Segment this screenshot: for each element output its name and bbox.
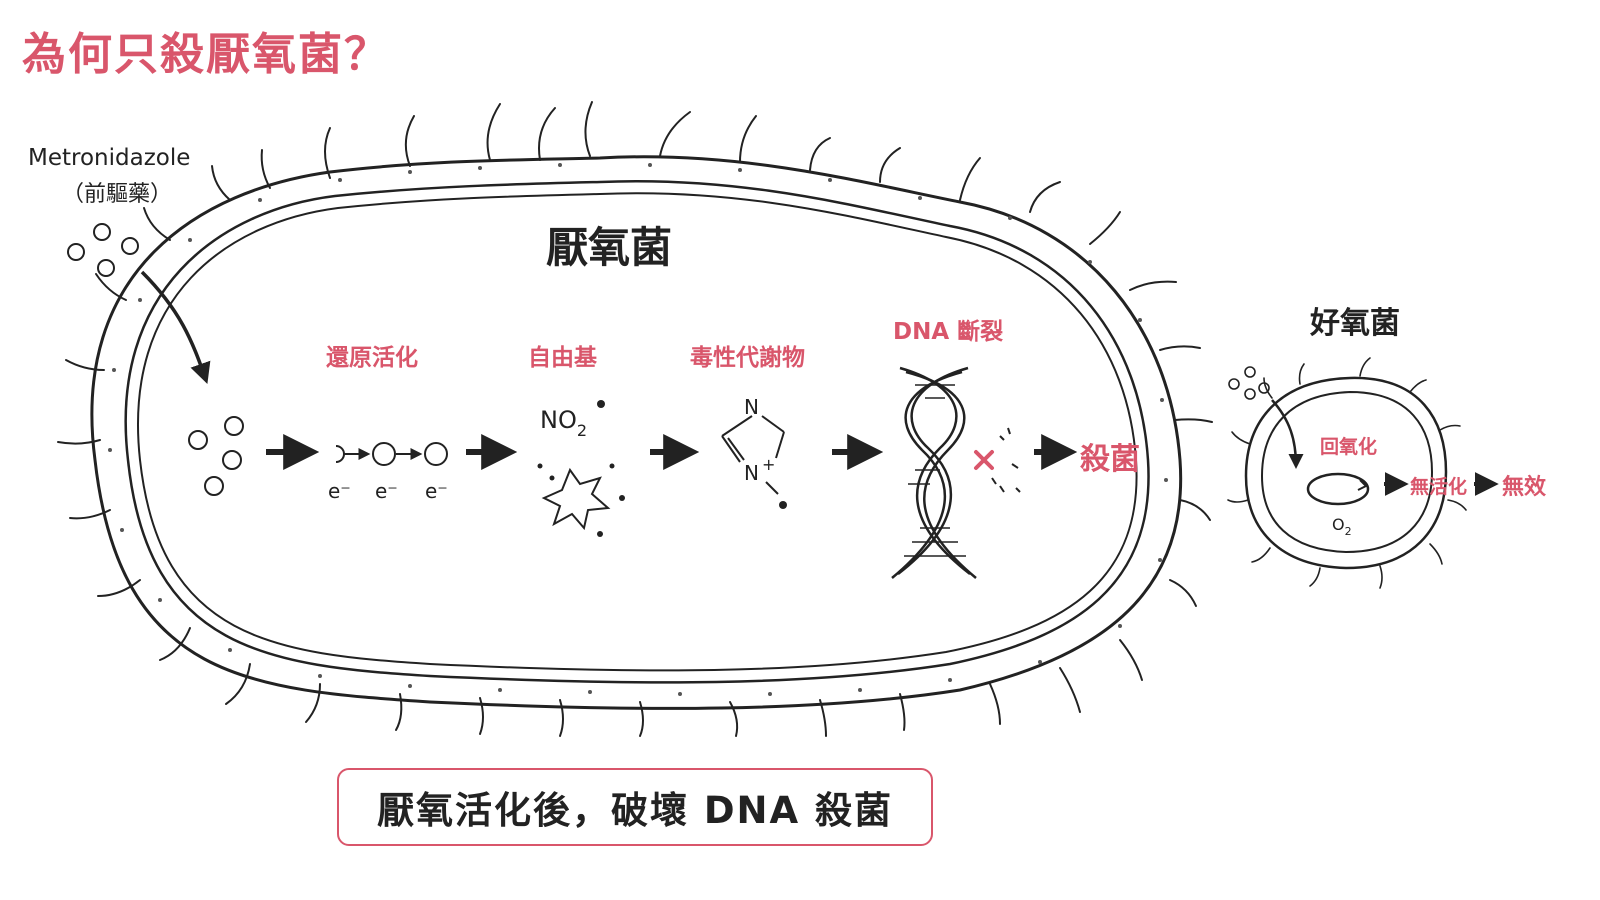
- dna-break-mark: [974, 450, 994, 470]
- aerobe-label: 好氧菌: [1310, 306, 1400, 341]
- electron-2: e⁻: [375, 479, 398, 503]
- ring-atom-charge: +: [762, 455, 775, 474]
- step-reduction-activation: 還原活化: [326, 345, 418, 371]
- anaerobe-outer-wall: [90, 155, 1183, 710]
- summary-text: 厭氧活化後，破壞 DNA 殺菌: [376, 789, 894, 832]
- step-toxic-metabolite: 毒性代謝物: [690, 345, 805, 371]
- dna-fragments: [991, 427, 1021, 493]
- step-dna-break: DNA 斷裂: [893, 319, 1004, 345]
- oxygen-label: O2: [1332, 515, 1352, 538]
- drug-molecules-outside: [67, 223, 139, 277]
- aerobe-entry-arrow: [1271, 399, 1304, 469]
- dna-helix-icon: [891, 366, 977, 579]
- radical-formula: NO2: [540, 406, 587, 440]
- reduction-chain-icon: [335, 442, 448, 466]
- result-kill: 殺菌: [1080, 442, 1140, 477]
- ring-atom-n-top: N: [744, 395, 759, 419]
- aerobe-reoxidation-label: 回氧化: [1320, 436, 1378, 458]
- anaerobe-inner-wall-1: [124, 179, 1150, 684]
- aerobe-cell: [1227, 357, 1467, 589]
- anaerobe-wall-dots: [108, 163, 1168, 696]
- reoxidation-cycle-icon: [1306, 472, 1370, 506]
- drug-molecules-inside: [188, 416, 244, 496]
- radical-burst-icon: [541, 467, 611, 531]
- anaerobe-flagella: [57, 101, 1213, 737]
- aerobe-drug-molecules: [1228, 366, 1270, 400]
- aerobe-inactivation-label: 無活化: [1410, 476, 1468, 498]
- page-title: 為何只殺厭氧菌？: [22, 29, 390, 80]
- anaerobe-label: 厭氧菌: [546, 223, 673, 272]
- anaerobe-cell: [57, 101, 1213, 737]
- drug-subtitle: （前驅藥）: [62, 182, 173, 207]
- aerobe-result-no-effect: 無效: [1502, 475, 1547, 500]
- toxic-metabolite-ring-icon: [721, 415, 785, 495]
- electron-3: e⁻: [425, 479, 448, 503]
- anaerobe-inner-wall-2: [137, 192, 1138, 672]
- drug-name: Metronidazole: [28, 145, 191, 171]
- step-free-radical: 自由基: [528, 345, 597, 371]
- ring-atom-n-bottom: N: [744, 461, 759, 485]
- entry-arrow: [140, 270, 211, 384]
- electron-1: e⁻: [328, 479, 351, 503]
- summary-box: 厭氧活化後，破壞 DNA 殺菌: [337, 768, 933, 846]
